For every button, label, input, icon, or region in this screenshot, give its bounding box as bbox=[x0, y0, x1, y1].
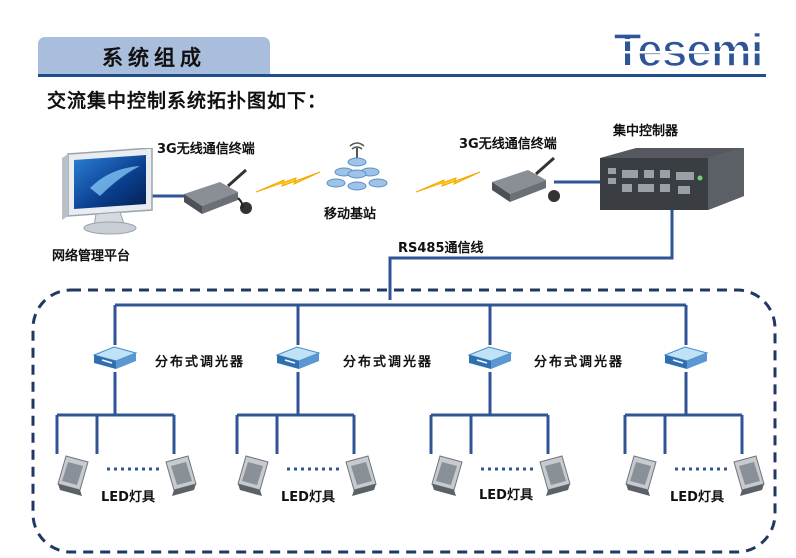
controller-label: 集中控制器 bbox=[613, 124, 679, 139]
led-fixture-icon bbox=[342, 452, 378, 498]
brand-logo: Tesemi bbox=[603, 24, 773, 74]
header-rule bbox=[38, 74, 766, 77]
led-fixture-icon bbox=[56, 452, 92, 498]
rs485-label: RS485通信线 bbox=[398, 241, 484, 256]
dimmer-label: 分布式调光器 bbox=[534, 355, 625, 370]
platform-label: 网络管理平台 bbox=[52, 249, 131, 264]
section-title: 系统组成 bbox=[102, 46, 206, 70]
dimmer-icon bbox=[275, 343, 321, 373]
led-fixture-icon bbox=[430, 452, 466, 498]
led-fixture-icon bbox=[162, 452, 198, 498]
terminal-left-label: 3G无线通信终端 bbox=[157, 142, 255, 157]
base-station-label: 移动基站 bbox=[324, 207, 377, 222]
section-tab bbox=[38, 37, 270, 74]
terminal-right-icon bbox=[488, 156, 560, 204]
base-station-icon bbox=[326, 140, 388, 196]
led-group-label: LED灯具 bbox=[479, 488, 533, 503]
intro-text: 交流集中控制系统拓扑图如下： bbox=[47, 90, 328, 112]
dimmer-label: 分布式调光器 bbox=[343, 355, 434, 370]
controller-icon bbox=[600, 148, 744, 214]
led-fixture-icon bbox=[236, 452, 272, 498]
led-fixture-icon bbox=[536, 452, 572, 498]
terminal-left-icon bbox=[180, 168, 252, 216]
led-group-label: LED灯具 bbox=[281, 490, 335, 505]
led-fixture-icon bbox=[624, 452, 660, 498]
dimmer-label: 分布式调光器 bbox=[155, 355, 246, 370]
terminal-right-label: 3G无线通信终端 bbox=[459, 137, 557, 152]
dimmer-icon bbox=[663, 343, 709, 373]
led-fixture-icon bbox=[730, 452, 766, 498]
dimmer-icon bbox=[467, 343, 513, 373]
rs485-line bbox=[388, 210, 674, 300]
lightning-icon bbox=[416, 170, 482, 196]
brand-logo-text: Tesemi bbox=[613, 24, 762, 74]
dimmer-icon bbox=[92, 343, 138, 373]
monitor-icon bbox=[60, 148, 156, 238]
lightning-icon bbox=[256, 170, 322, 196]
led-group-label: LED灯具 bbox=[101, 490, 155, 505]
field-enclosure bbox=[31, 288, 777, 554]
led-group-label: LED灯具 bbox=[670, 490, 724, 505]
